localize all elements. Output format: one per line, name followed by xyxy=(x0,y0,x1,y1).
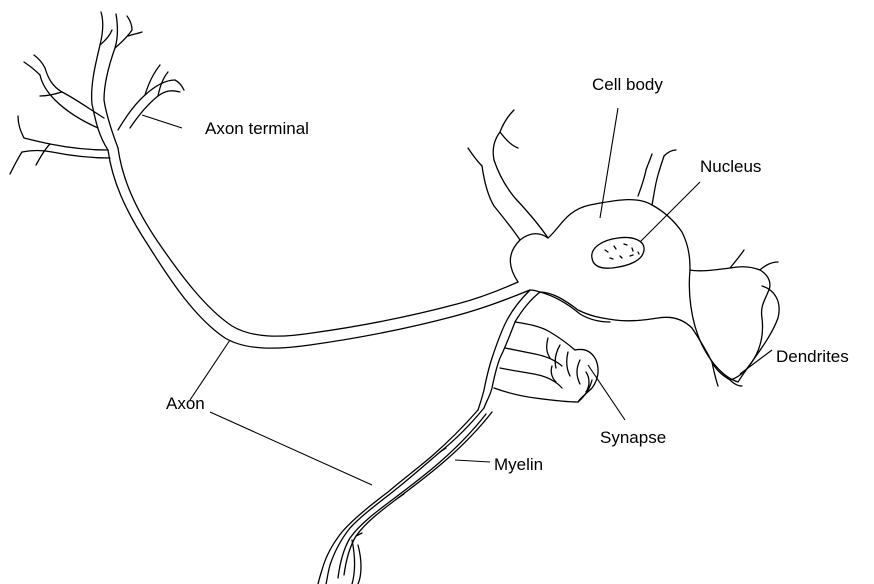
label-synapse: Synapse xyxy=(600,428,666,447)
label-axon-terminal: Axon terminal xyxy=(205,119,309,138)
label-nucleus: Nucleus xyxy=(700,157,761,176)
label-dendrites: Dendrites xyxy=(776,347,849,366)
label-myelin: Myelin xyxy=(494,455,543,474)
label-axon: Axon xyxy=(166,394,205,413)
axon-leader-upper xyxy=(190,340,230,400)
axon-terminal-branches xyxy=(10,12,184,174)
leader-lines xyxy=(142,108,772,485)
label-cell-body: Cell body xyxy=(592,75,663,94)
myelin-axon xyxy=(318,408,492,584)
axon-terminal-leader xyxy=(142,115,182,128)
axon-shaft xyxy=(108,148,530,348)
nucleus xyxy=(592,238,644,269)
labels: Axon terminal Cell body Nucleus Dendrite… xyxy=(166,75,849,474)
cell-body xyxy=(468,110,779,386)
synapse-leader xyxy=(588,365,625,420)
synapse-region xyxy=(478,290,610,410)
myelin-leader xyxy=(455,460,490,462)
dendrites-leader xyxy=(740,350,772,374)
axon-leader-lower xyxy=(210,412,372,485)
nucleus-leader xyxy=(640,182,700,242)
